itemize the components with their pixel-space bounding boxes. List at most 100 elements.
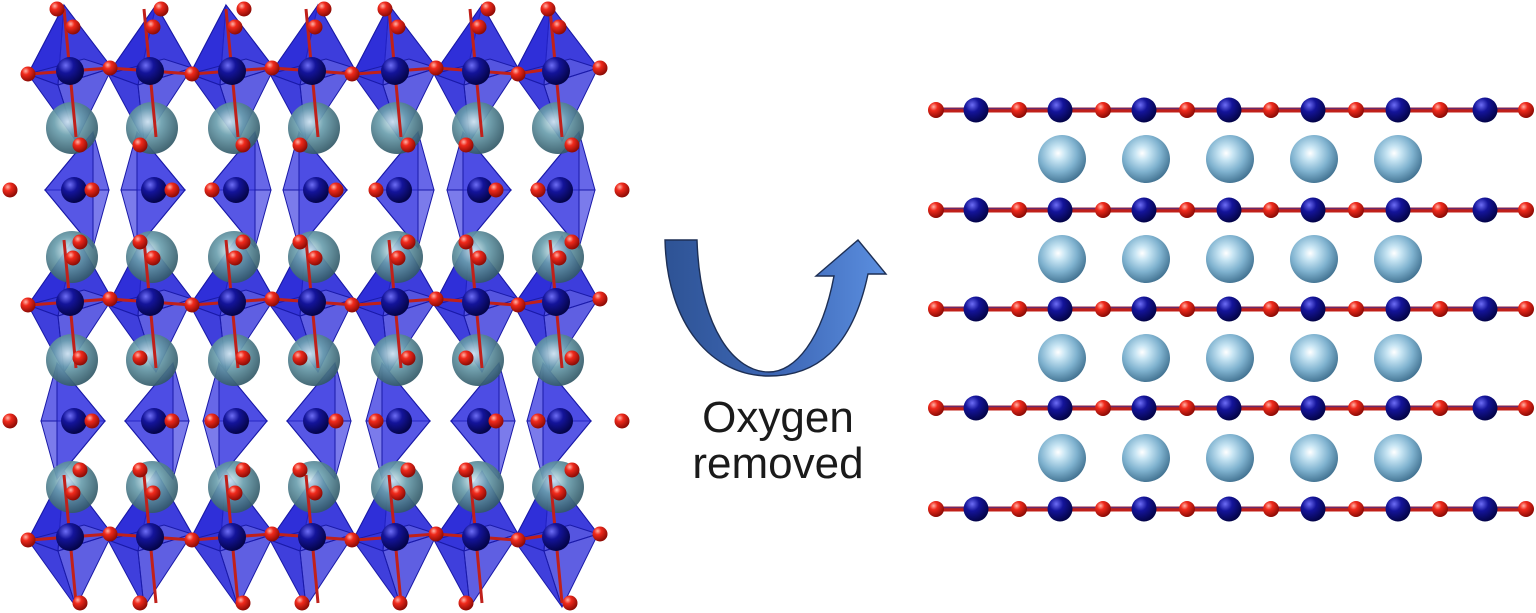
polyhedron-face (106, 4, 194, 75)
oxygen-atom (236, 1, 252, 17)
b-site-atom (462, 523, 490, 551)
oxygen-atom (344, 532, 360, 548)
b-site-atom (223, 408, 249, 434)
b-site-atom (963, 97, 989, 123)
oxygen-atom (392, 595, 408, 611)
b-site-atom (1131, 496, 1157, 522)
oxygen-atom (614, 182, 630, 198)
oxygen-atom (292, 462, 308, 478)
oxygen-atom (928, 501, 944, 517)
oxygen-atom (551, 485, 567, 501)
oxygen-atom (316, 1, 332, 17)
oxygen-atom (235, 595, 251, 611)
b-site-atom (218, 523, 246, 551)
oxygen-atom (307, 19, 323, 35)
polyhedron-face (268, 4, 356, 75)
oxygen-atom (72, 462, 88, 478)
b-site-atom (1131, 296, 1157, 322)
oxygen-atom (227, 19, 243, 35)
a-site-atom (1290, 334, 1338, 382)
oxygen-atom (145, 250, 161, 266)
b-site-atom (542, 288, 570, 316)
a-site-atom (1122, 235, 1170, 283)
oxygen-atom (928, 400, 944, 416)
a-site-atom (452, 334, 504, 386)
oxygen-atom (1348, 301, 1364, 317)
b-site-atom (547, 177, 573, 203)
oxygen-atom (1518, 102, 1534, 118)
a-site-atom (371, 334, 423, 386)
oxygen-atom (1179, 202, 1195, 218)
b-site-atom (1385, 496, 1411, 522)
oxygen-atom (928, 102, 944, 118)
b-site-atom (462, 57, 490, 85)
oxygen-atom (84, 413, 100, 429)
a-site-atom (1374, 334, 1422, 382)
b-site-atom (136, 523, 164, 551)
oxygen-atom (551, 19, 567, 35)
oxygen-atom (1263, 501, 1279, 517)
a-site-atom (126, 334, 178, 386)
b-site-atom (381, 523, 409, 551)
oxygen-atom (1095, 102, 1111, 118)
oxygen-atom (235, 462, 251, 478)
oxygen-atom (551, 250, 567, 266)
oxygen-atom (1011, 400, 1027, 416)
oxygen-atom (132, 137, 148, 153)
oxygen-atom (368, 182, 384, 198)
arrow-label-oxygen: Oxygen (702, 393, 854, 442)
b-site-atom (1047, 197, 1073, 223)
b-site-atom (963, 496, 989, 522)
oxygen-atom (1011, 202, 1027, 218)
b-site-atom (1216, 395, 1242, 421)
oxygen-atom (264, 291, 280, 307)
oxygen-atom (2, 413, 18, 429)
oxygen-atom (1518, 400, 1534, 416)
oxygen-atom (328, 413, 344, 429)
b-site-atom (136, 288, 164, 316)
oxygen-atom (65, 19, 81, 35)
a-site-atom (1038, 334, 1086, 382)
b-site-atom (1385, 97, 1411, 123)
a-site-atom (1290, 135, 1338, 183)
b-site-atom (386, 408, 412, 434)
b-site-atom (1047, 496, 1073, 522)
oxygen-atom (328, 182, 344, 198)
b-site-atom (467, 408, 493, 434)
oxygen-atom (344, 297, 360, 313)
oxygen-atom (480, 1, 496, 17)
a-site-atom (1122, 135, 1170, 183)
oxygen-atom (72, 595, 88, 611)
oxygen-atom (488, 182, 504, 198)
b-site-atom (1216, 197, 1242, 223)
oxygen-atom (1348, 501, 1364, 517)
infinite-layer-structure (928, 97, 1534, 522)
polyhedron-face (513, 4, 600, 75)
oxygen-atom (471, 250, 487, 266)
oxygen-atom (72, 137, 88, 153)
oxygen-atom (235, 350, 251, 366)
oxygen-atom (400, 137, 416, 153)
oxygen-atom (458, 137, 474, 153)
oxygen-atom (510, 297, 526, 313)
oxygen-atom (1263, 102, 1279, 118)
oxygen-atom (184, 532, 200, 548)
oxygen-atom (458, 595, 474, 611)
oxygen-atom (592, 60, 608, 76)
oxygen-atom (132, 595, 148, 611)
b-site-atom (218, 57, 246, 85)
oxygen-atom (84, 182, 100, 198)
a-site-atom (1038, 235, 1086, 283)
oxygen-atom (235, 137, 251, 153)
a-site-atom (1206, 434, 1254, 482)
curved-arrow-icon (664, 239, 888, 377)
brownmillerite-structure (2, 1, 630, 611)
oxygen-atom (184, 66, 200, 82)
b-site-atom (298, 523, 326, 551)
oxygen-atom (1348, 400, 1364, 416)
a-site-atom (1290, 235, 1338, 283)
oxygen-atom (1263, 202, 1279, 218)
oxygen-atom (614, 413, 630, 429)
